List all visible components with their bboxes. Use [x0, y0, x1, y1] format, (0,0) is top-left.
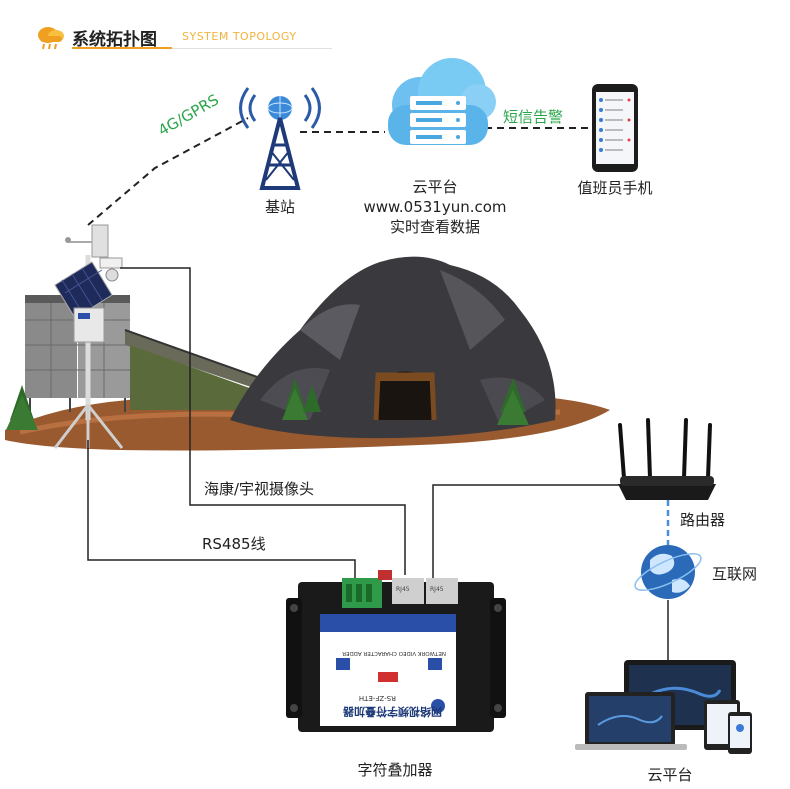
title-underline [72, 48, 332, 49]
cloud-rain-icon [38, 27, 64, 50]
phone-label: 值班员手机 [577, 179, 653, 197]
base-station-tower [239, 87, 321, 190]
trees [6, 378, 529, 430]
page-title: 系统拓扑图 [72, 30, 157, 50]
wireless-link-line [87, 117, 249, 226]
cables [87, 267, 669, 660]
weather-station [53, 224, 124, 449]
factory-silos [25, 295, 261, 412]
device-front-name: 网络视频字符叠加器 [343, 705, 442, 718]
cloud-label-group: 云平台 www.0531yun.com 实时查看数据 [350, 177, 520, 237]
device-panel-text: 网络视频字符叠加器 RS-ZF-ETH NETWORK VIDEO CHARAC… [320, 614, 456, 726]
cloud-platform-label: 云平台 [647, 766, 693, 784]
device-port-1: RJ45 [396, 586, 410, 593]
adder-label: 字符叠加器 [357, 761, 433, 779]
device-model: RS-ZF-ETH [358, 694, 396, 702]
camera-label: 海康/宇视摄像头 [204, 480, 315, 498]
title-underline-accent [72, 47, 172, 49]
cloud-desc: 实时查看数据 [389, 218, 480, 236]
device-en-name: NETWORK VIDEO CHARACTER ADDER [342, 650, 446, 656]
router-icon [618, 418, 716, 500]
cloud-platform-devices [575, 660, 752, 754]
phone-icon [592, 84, 638, 172]
base-station-label: 基站 [264, 198, 295, 216]
page-subtitle: SYSTEM TOPOLOGY [182, 30, 297, 43]
cloud-url: www.0531yun.com [363, 198, 507, 216]
character-adder-device [286, 570, 506, 732]
rs485-label: RS485线 [202, 535, 266, 553]
device-port-2: RJ45 [430, 586, 444, 593]
globe-icon [634, 545, 702, 599]
cloud-server-icon [388, 58, 496, 145]
internet-label: 互联网 [712, 565, 758, 583]
sms-alert-label: 短信告警 [503, 108, 564, 126]
cloud-label: 云平台 [412, 178, 458, 196]
router-label: 路由器 [680, 511, 726, 529]
